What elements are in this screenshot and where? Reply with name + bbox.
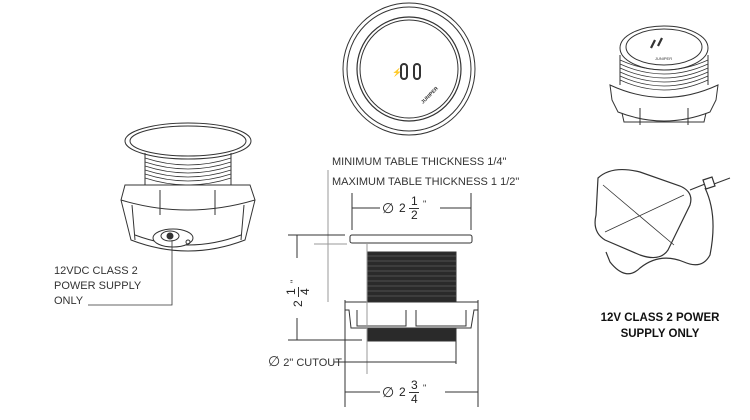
unit: " (289, 279, 299, 283)
power-note-left-line: ONLY (54, 295, 84, 307)
top-view-drawing: ⚡ JUNIPER (342, 2, 476, 136)
cutout-label: ∅ 2" CUTOUT (268, 354, 342, 371)
power-note-right-line: 12V CLASS 2 POWER (600, 312, 720, 324)
power-note-right-line: SUPPLY ONLY (620, 328, 700, 340)
power-note-left-line: POWER SUPPLY (54, 280, 142, 292)
side-view-drawing (288, 170, 479, 407)
numerator: 1 (284, 288, 298, 295)
whole: 2 (399, 385, 406, 399)
svg-text:⚡: ⚡ (392, 67, 402, 77)
power-note-right: 12V CLASS 2 POWER SUPPLY ONLY (595, 310, 725, 342)
diameter-symbol: ∅ (382, 200, 395, 216)
top-diameter-label: ∅ 2 1 2 " (382, 194, 442, 222)
logo-text: JUNIPER (420, 86, 440, 106)
height-label: 2 1 4 " (284, 257, 312, 317)
power-note-left-line: 12VDC CLASS 2 (54, 265, 138, 277)
whole: 2 (399, 201, 406, 215)
max-thickness-label: MAXIMUM TABLE THICKNESS 1 1/2" (332, 176, 520, 188)
unit: " (423, 199, 427, 209)
numerator: 3 (411, 378, 418, 392)
bottom-diameter-label: ∅ 2 3 4 " (382, 378, 442, 406)
denominator: 4 (298, 288, 312, 295)
svg-text:JUNIPER: JUNIPER (655, 56, 672, 61)
cutout-text: 2" CUTOUT (283, 357, 342, 369)
numerator: 1 (411, 194, 418, 208)
min-thickness-label: MINIMUM TABLE THICKNESS 1/4" (332, 156, 507, 168)
left-perspective-drawing (88, 122, 256, 306)
denominator: 2 (411, 208, 418, 222)
whole: 2 (291, 300, 305, 307)
unit: " (423, 383, 427, 393)
power-adapter-drawing (594, 168, 731, 275)
power-note-left: 12VDC CLASS 2 POWER SUPPLY ONLY (54, 264, 141, 309)
diameter-symbol: ∅ (382, 384, 395, 400)
right-perspective-drawing: JUNIPER (609, 25, 719, 125)
denominator: 4 (411, 392, 418, 406)
diameter-symbol: ∅ (268, 353, 281, 369)
